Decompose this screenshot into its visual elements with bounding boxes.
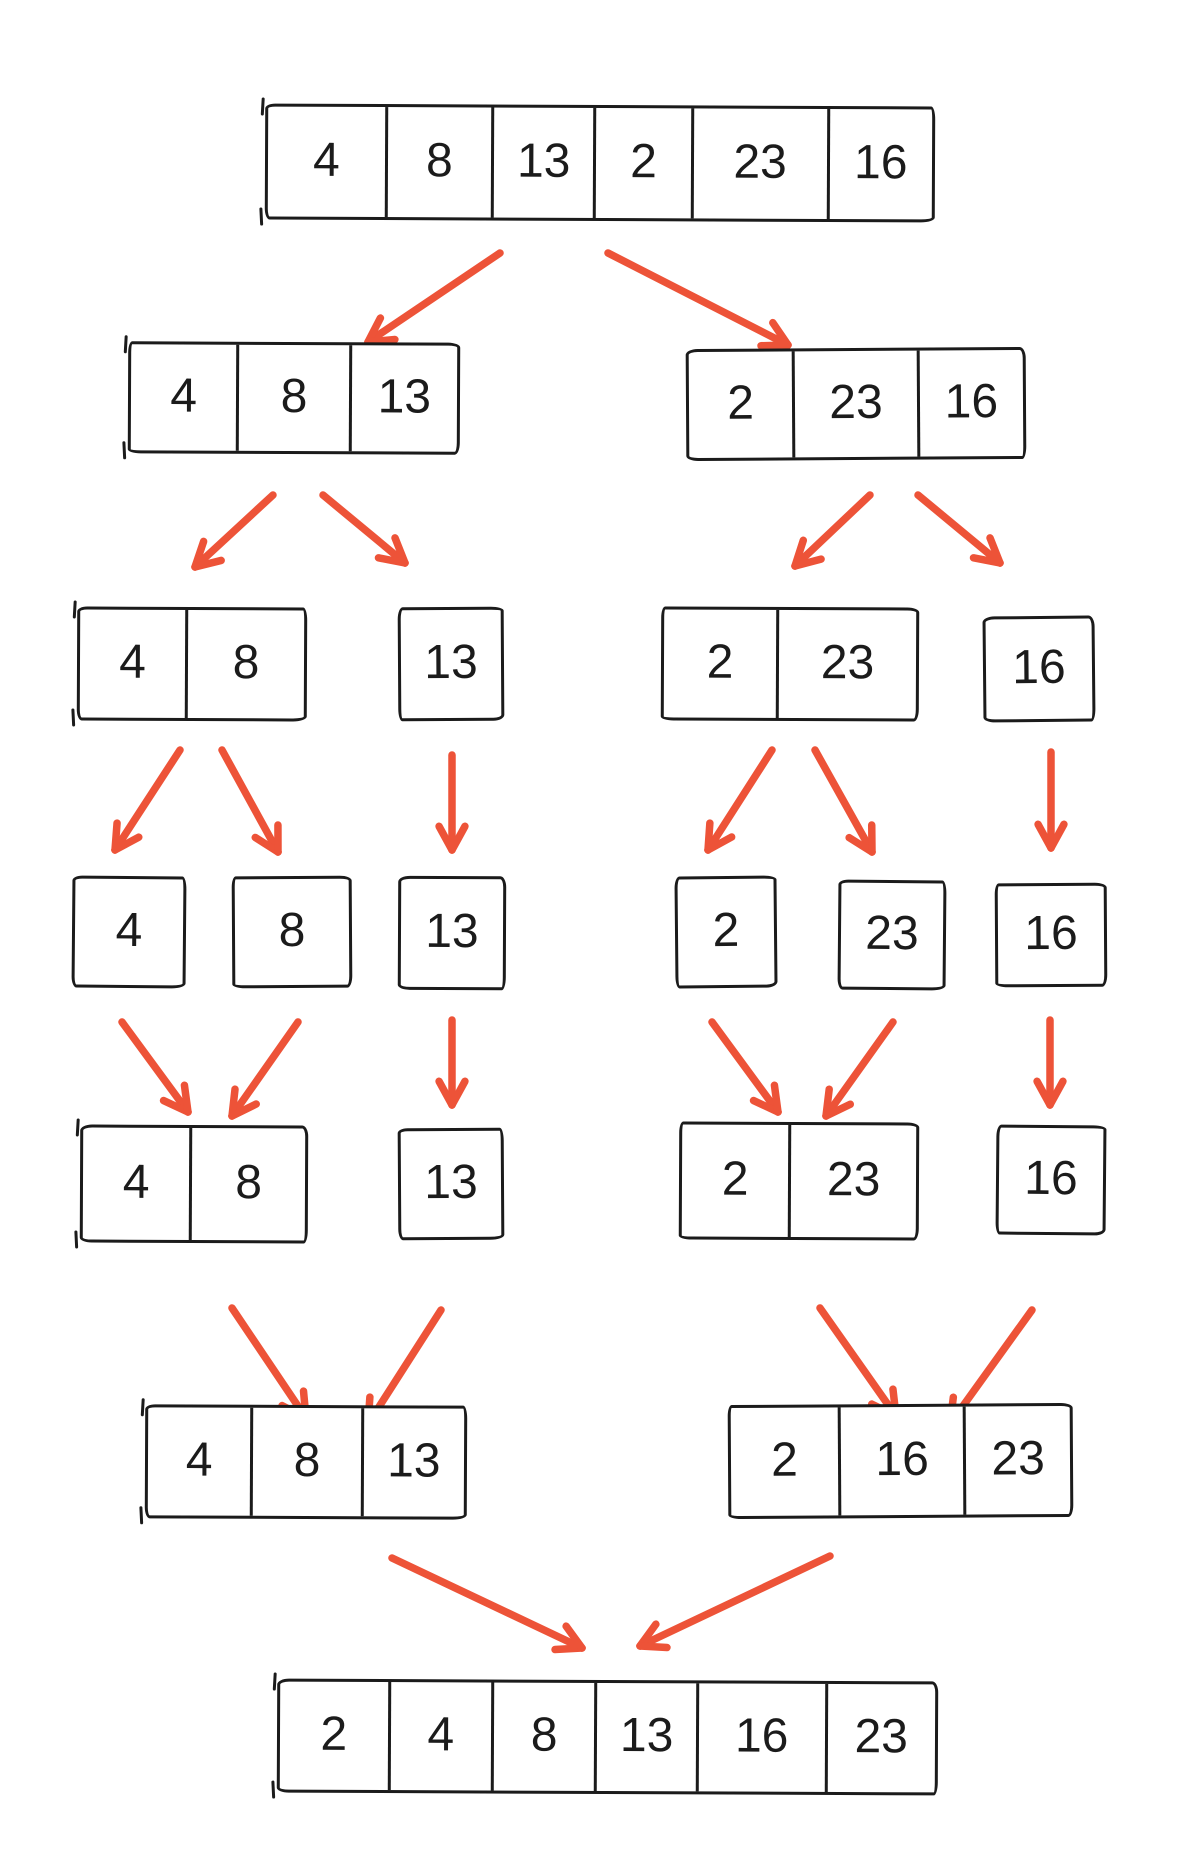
array-pair-2-23: 2 23 [660, 606, 920, 722]
flow-arrow [364, 249, 504, 346]
array-cell: 13 [360, 1408, 465, 1517]
array-cell: 13 [348, 345, 458, 452]
array-single-23: 23 [837, 879, 947, 991]
array-cell: 8 [490, 1682, 595, 1791]
array-right-half: 2 23 16 [685, 346, 1027, 462]
array-cell: 13 [424, 635, 478, 690]
flow-arrow [218, 746, 282, 856]
array-cell: 4 [312, 133, 340, 187]
array-cell: 16 [695, 1683, 825, 1792]
flow-arrow [704, 746, 776, 854]
array-single-16: 16 [982, 615, 1096, 723]
array-cell: 8 [188, 1127, 306, 1241]
array-single-8: 8 [231, 875, 353, 989]
array-cell: 8 [184, 609, 305, 719]
array-cell: 8 [236, 344, 349, 452]
array-single-4: 4 [71, 875, 187, 989]
flow-arrow [319, 491, 409, 567]
flow-arrow [1033, 1016, 1067, 1109]
flow-arrow [708, 1018, 782, 1116]
array-cell: 2 [770, 1433, 798, 1487]
flow-arrow [435, 1016, 469, 1109]
flow-arrow [435, 751, 469, 854]
array-sorted: 2 4 8 13 16 23 [276, 1678, 939, 1796]
array-cell: 16 [826, 108, 933, 220]
array-merged-2-16-23: 2 16 23 [727, 1402, 1074, 1520]
array-cell: 2 [721, 1152, 749, 1206]
array-merged-4-8-13: 4 8 13 [144, 1404, 468, 1520]
array-cell: 4 [122, 1155, 150, 1209]
array-cell: 4 [387, 1682, 492, 1791]
flow-arrow [791, 491, 874, 570]
flow-arrow [822, 1018, 897, 1120]
array-unsorted: 4 8 13 2 23 16 [264, 103, 936, 223]
array-cell: 2 [712, 903, 740, 958]
array-cell: 8 [278, 903, 306, 958]
array-cell: 2 [706, 635, 734, 689]
flow-arrow [388, 1554, 586, 1654]
array-merged-2-23: 2 23 [678, 1121, 920, 1241]
flow-arrow [111, 746, 184, 854]
array-cell: 23 [775, 609, 917, 719]
array-cell: 23 [865, 906, 919, 961]
flow-arrow [1034, 748, 1068, 852]
array-left-half: 4 8 13 [127, 341, 461, 455]
flow-arrow [811, 746, 876, 856]
array-cell: 4 [115, 903, 143, 958]
array-cell: 4 [185, 1433, 213, 1487]
array-cell: 13 [424, 1155, 478, 1210]
flow-arrow [914, 491, 1004, 567]
array-cell: 4 [170, 369, 198, 423]
array-cell: 8 [384, 107, 492, 218]
array-cell: 16 [1012, 640, 1066, 695]
array-cell: 2 [727, 376, 755, 430]
array-cell: 16 [1024, 906, 1078, 961]
array-merged-16: 16 [995, 1124, 1107, 1236]
flow-arrow [228, 1304, 310, 1422]
array-cell: 23 [791, 350, 918, 458]
array-cell: 23 [788, 1124, 917, 1238]
array-merged-4-8: 4 8 [79, 1124, 309, 1244]
array-cell: 8 [250, 1407, 361, 1517]
array-merged-13: 13 [397, 1127, 505, 1241]
flow-arrow [118, 1018, 192, 1116]
array-single-2: 2 [674, 875, 778, 989]
array-cell: 2 [593, 107, 691, 219]
array-cell: 2 [320, 1707, 348, 1761]
array-cell: 13 [594, 1682, 697, 1792]
array-cell: 23 [690, 108, 827, 219]
array-cell: 4 [119, 635, 146, 689]
array-single-16: 16 [994, 882, 1108, 988]
array-cell: 13 [490, 107, 594, 218]
flow-arrow [191, 491, 277, 571]
flow-arrow [816, 1304, 900, 1420]
array-cell: 16 [1024, 1151, 1078, 1206]
array-single-13: 13 [397, 606, 505, 722]
flow-arrow [228, 1018, 302, 1120]
array-single-13: 13 [397, 875, 507, 991]
flow-arrow [636, 1552, 834, 1652]
array-pair-4-8: 4 8 [76, 606, 308, 722]
flow-arrow [604, 249, 792, 350]
array-cell: 23 [962, 1405, 1071, 1515]
array-cell: 23 [824, 1683, 936, 1793]
array-cell: 16 [916, 349, 1024, 457]
array-cell: 16 [837, 1406, 964, 1516]
array-cell: 13 [425, 904, 479, 959]
